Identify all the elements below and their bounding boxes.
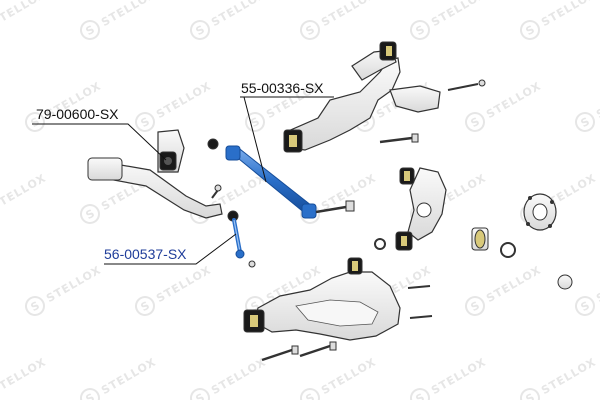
- bolt-bottom-left: [261, 345, 299, 362]
- svg-text:S: S: [194, 390, 208, 400]
- stabilizer-bushing: [157, 129, 185, 173]
- svg-text:S: S: [84, 390, 98, 400]
- bolt-mid: [379, 133, 419, 144]
- callout-79-00600: 79-00600-SX: [36, 106, 119, 122]
- lower-control-arm: [243, 257, 433, 341]
- upper-control-arm: [283, 41, 441, 153]
- svg-text:S: S: [524, 390, 538, 400]
- stabilizer-bar: [87, 157, 223, 219]
- callout-55-00336: 55-00336-SX: [241, 80, 324, 96]
- callout-leaders: [32, 96, 334, 265]
- hub-bearing: [471, 227, 516, 258]
- stabilizer-link: [227, 210, 256, 268]
- wheel-hub: [523, 193, 573, 290]
- callout-56-00537: 56-00537-SX: [104, 246, 187, 262]
- bolt-top-right: [447, 79, 486, 91]
- svg-text:S: S: [304, 390, 318, 400]
- bolt-bottom-right: [299, 341, 337, 358]
- lateral-link: [207, 138, 355, 219]
- wheel-knuckle: [374, 167, 447, 251]
- svg-text:S: S: [414, 390, 428, 400]
